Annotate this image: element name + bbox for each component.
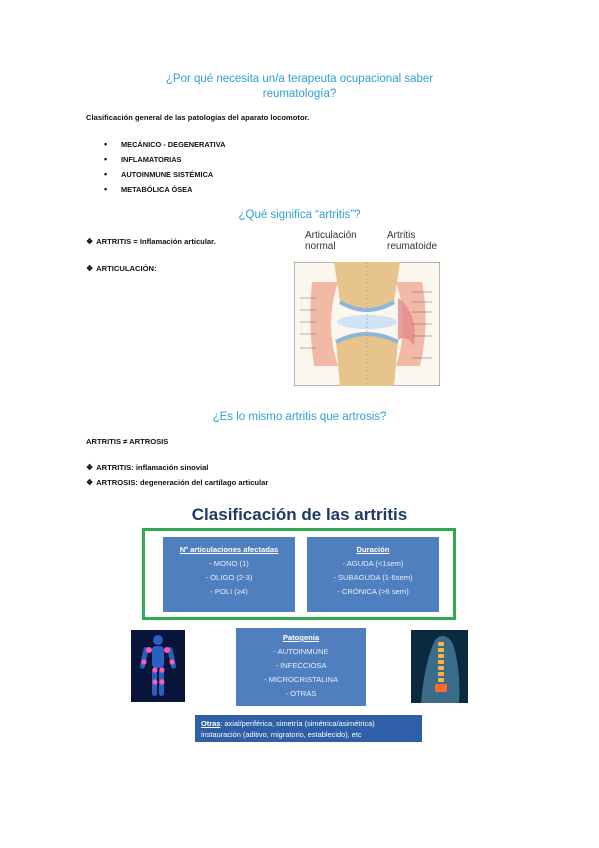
joint-diagram-illustration bbox=[294, 262, 440, 386]
body-joints-image bbox=[131, 630, 185, 702]
list-item: METABÓLICA ÓSEA bbox=[104, 182, 225, 197]
other-criteria-box: Otras: axial/periférica, simetría (simét… bbox=[195, 715, 422, 742]
label-rheumatoid: Artritis reumatoide bbox=[387, 230, 438, 252]
arthritis-definition-2: ❖ARTRITIS: inflamación sinovial bbox=[86, 463, 209, 472]
arthritis-definition: ❖ARTRITIS = Inflamación articular. bbox=[86, 237, 216, 246]
heading-line: reumatología? bbox=[262, 88, 337, 100]
label-normal-joint: Articulación normal bbox=[305, 230, 357, 252]
pathology-list: MECÁNICO - DEGENERATIVA INFLAMATORIAS AU… bbox=[104, 137, 225, 197]
diamond-bullet-icon: ❖ bbox=[86, 478, 94, 487]
card-joints-affected: Nº articulaciones afectadas - MONO (1) -… bbox=[163, 537, 295, 612]
card-item: - SUBAGUDA (1-6sem) bbox=[333, 573, 413, 582]
diamond-bullet-icon: ❖ bbox=[86, 237, 94, 246]
other-criteria-line: Otras: axial/periférica, simetría (simét… bbox=[201, 719, 375, 728]
spine-image bbox=[411, 630, 468, 703]
slide-title: Clasificación de las artritis bbox=[191, 505, 408, 524]
card-title: Patogenia bbox=[282, 633, 320, 642]
card-item: - AGUDA (<1sem) bbox=[342, 559, 404, 568]
card-item: - MONO (1) bbox=[209, 559, 249, 568]
card-duration: Duración - AGUDA (<1sem) - SUBAGUDA (1-6… bbox=[307, 537, 439, 612]
card-item: - POLI (≥4) bbox=[210, 587, 248, 596]
list-item: AUTOINMUNE SISTÉMICA bbox=[104, 167, 225, 182]
card-item: - INFECCIOSA bbox=[275, 661, 327, 670]
heading-line: ¿Por qué necesita un/a terapeuta ocupaci… bbox=[165, 73, 434, 85]
joint-definition: ❖ARTICULACIÓN: bbox=[86, 264, 157, 273]
card-item: - OLIGO (2-3) bbox=[205, 573, 253, 582]
arthritis-vs-arthrosis: ARTRITIS ≠ ARTROSIS bbox=[86, 437, 169, 446]
diamond-bullet-icon: ❖ bbox=[86, 463, 94, 472]
card-title: Duración bbox=[356, 545, 390, 554]
card-title: Nº articulaciones afectadas bbox=[179, 545, 279, 554]
list-item: MECÁNICO - DEGENERATIVA bbox=[104, 137, 225, 152]
arthrosis-definition: ❖ARTROSIS: degeneración del cartílago ar… bbox=[86, 478, 269, 487]
diamond-bullet-icon: ❖ bbox=[86, 264, 94, 273]
section3-heading: ¿Es lo mismo artritis que artrosis? bbox=[212, 411, 387, 423]
section2-heading: ¿Qué significa “artritis”? bbox=[238, 209, 361, 221]
green-frame bbox=[142, 528, 456, 620]
card-pathogenesis: Patogenia - AUTOINMUNE - INFECCIOSA - MI… bbox=[236, 628, 366, 706]
section1-heading: ¿Por qué necesita un/a terapeuta ocupaci… bbox=[0, 72, 599, 102]
other-criteria-line: instauración (aditivo, migratorio, estab… bbox=[201, 730, 362, 739]
list-item: INFLAMATORIAS bbox=[104, 152, 225, 167]
card-item: - CRÓNICA (>6 sem) bbox=[337, 587, 409, 596]
card-item: - MICROCRISTALINA bbox=[263, 675, 339, 684]
classification-intro: Clasificación general de las patologías … bbox=[86, 113, 310, 122]
card-item: - OTRAS bbox=[285, 689, 317, 698]
card-item: - AUTOINMUNE bbox=[273, 647, 329, 656]
